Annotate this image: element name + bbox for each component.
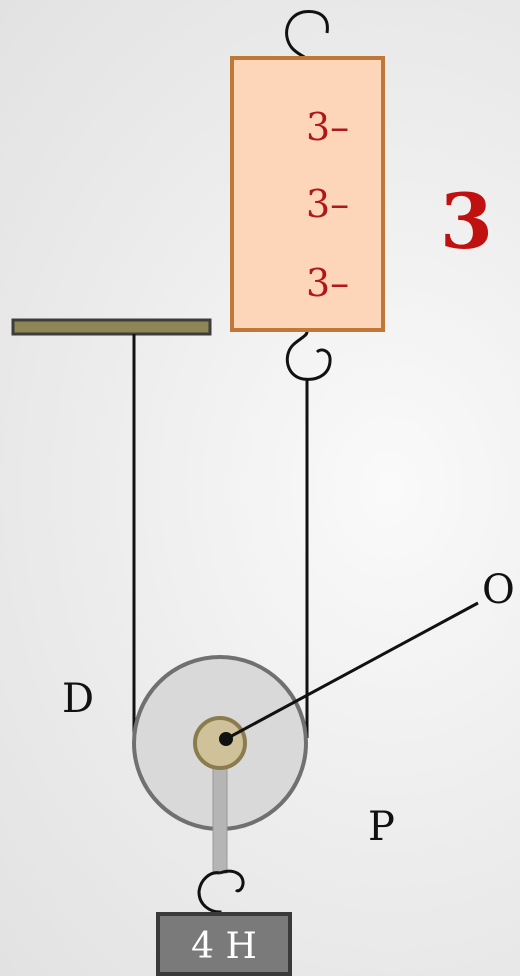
scale-tick: 3–	[306, 182, 349, 226]
ceiling-bar	[11, 318, 212, 336]
scale-tick: 3–	[306, 261, 349, 305]
scale-tick: 3–	[306, 105, 349, 149]
label-p: P	[368, 804, 395, 850]
scale-top-hook	[285, 10, 329, 61]
weight-hook	[197, 869, 245, 915]
scale-bottom-hook	[285, 331, 332, 381]
weight-block	[156, 912, 292, 976]
lever-arm	[225, 601, 479, 741]
axle-center-dot	[219, 732, 233, 746]
spring-scale-body	[230, 56, 385, 332]
scale-reading: 3	[440, 177, 493, 266]
weight-label: 4 H	[191, 926, 257, 967]
label-d: D	[62, 676, 94, 722]
label-o: O	[482, 567, 515, 613]
pulley-axle	[193, 716, 247, 770]
